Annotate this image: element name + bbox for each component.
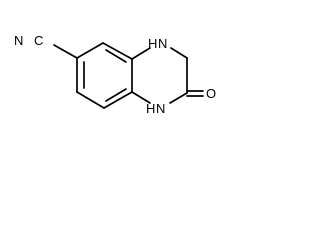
atom-nh-top-n: N: [158, 36, 167, 51]
bond-nh-top-to-ch2: [170, 47, 188, 59]
bond-nh-bottom-to-ring: [131, 91, 151, 104]
bond-ring-to-nh-top: [131, 47, 151, 60]
atom-nh-top-h: H: [148, 36, 157, 51]
atom-carbonyl-oxygen: O: [206, 86, 216, 101]
bond-ring-1: [76, 42, 104, 59]
atom-nh-bottom-n: N: [156, 101, 165, 116]
atom-nitrile-carbon: C: [34, 33, 43, 48]
molecule-structure: N C H N H N O: [14, 33, 217, 116]
bond-aromatic-inner-1: [105, 49, 127, 63]
bond-ring-to-nitrile: [53, 44, 78, 59]
bond-ring-2: [102, 42, 133, 60]
bond-carbonyl-to-nh-bottom: [169, 92, 188, 104]
bond-ring-4: [103, 91, 133, 109]
atom-nitrile-nitrogen: N: [14, 33, 23, 48]
bond-ring-5: [76, 91, 105, 109]
molecule-drawing: N C H N H N O: [14, 33, 216, 116]
atom-nh-bottom-h: H: [146, 101, 155, 116]
bond-aromatic-inner-2: [105, 88, 127, 102]
